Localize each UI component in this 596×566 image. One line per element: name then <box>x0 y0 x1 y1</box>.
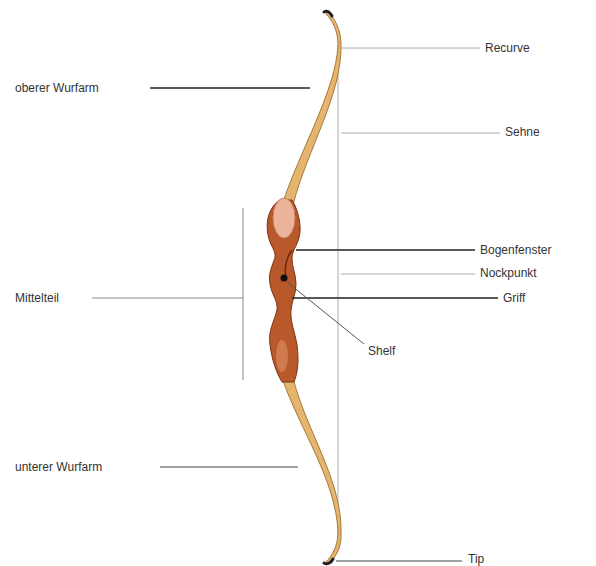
part-label: Recurve <box>485 40 530 56</box>
leader-line <box>292 297 498 299</box>
part-label: Mittelteil <box>15 290 59 306</box>
part-label: oberer Wurfarm <box>15 80 99 96</box>
arrow-shelf <box>281 275 288 282</box>
bracket <box>243 208 244 380</box>
part-label: Shelf <box>368 343 395 359</box>
part-label: Nockpunkt <box>480 265 537 281</box>
leader-lines <box>92 48 500 561</box>
riser-insert <box>276 340 288 372</box>
upper-tip <box>324 11 332 16</box>
upper-limb <box>282 12 341 205</box>
part-label: Sehne <box>505 124 540 140</box>
leader-line <box>287 282 364 344</box>
lower-tip <box>324 559 333 564</box>
part-label: Bogenfenster <box>480 242 551 258</box>
lower-limb <box>282 378 341 564</box>
part-label: unterer Wurfarm <box>15 459 102 475</box>
part-label: Tip <box>468 551 484 566</box>
leader-line <box>160 466 298 467</box>
bow-string <box>337 45 339 538</box>
leader-line <box>336 560 462 561</box>
leader-line <box>150 87 310 89</box>
leader-line <box>341 48 480 49</box>
leader-line <box>296 249 475 251</box>
riser-insert <box>273 198 295 238</box>
leader-line <box>341 133 500 134</box>
leader-line <box>92 298 243 299</box>
leader-line <box>341 274 475 275</box>
part-label: Griff <box>503 290 525 306</box>
